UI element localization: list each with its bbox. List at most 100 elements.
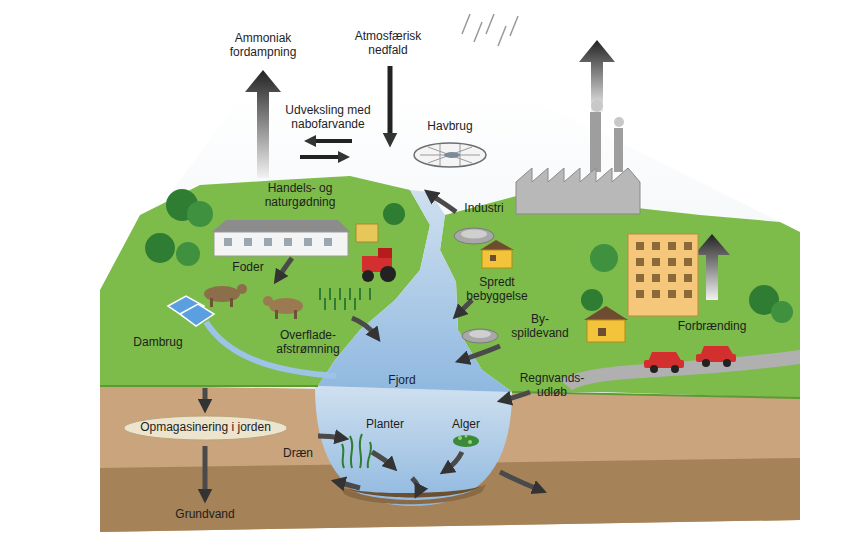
back-sea-part (100, 92, 800, 400)
farm-part-part (369, 288, 371, 300)
farm-part (224, 238, 232, 246)
farm-part (214, 232, 348, 256)
land-part (100, 385, 318, 387)
diagram-label: Regnvands- udløb (516, 372, 588, 400)
diagram-label: Grundvand (175, 508, 234, 522)
flow-arrows-part (504, 392, 530, 400)
diagram-label: Dræn (283, 447, 313, 461)
flow-arrows-part (446, 452, 462, 470)
town-part (587, 320, 625, 342)
farm-part-part (334, 298, 336, 310)
flow-arrows-part (203, 388, 208, 406)
industry-part (461, 230, 487, 239)
soil-block-part (340, 484, 486, 504)
rain (462, 14, 518, 46)
land-part (440, 195, 800, 398)
farm-part (210, 298, 213, 307)
farm-part (294, 310, 297, 319)
farm-part (212, 220, 350, 232)
fjord-life-part (468, 440, 472, 444)
town-part-part (684, 258, 692, 266)
soil-block-part (315, 386, 512, 506)
flow-arrows-part (278, 258, 292, 278)
town-part (598, 328, 606, 336)
industry (414, 100, 640, 244)
diagram-label: Dambrug (133, 336, 182, 350)
fjord-life-part (458, 436, 462, 440)
diagram-label: Ammoniak fordampning (223, 32, 303, 60)
town-part-part (636, 290, 644, 298)
town-part (462, 329, 498, 343)
flow-arrows-part (412, 478, 419, 492)
farm-part (324, 238, 332, 246)
farm-part-part (354, 298, 356, 310)
farm-part (275, 310, 278, 319)
town-part (480, 240, 514, 250)
fjord-life-part (342, 434, 371, 468)
farm-part-part (319, 288, 321, 300)
diagram-label: Havbrug (427, 120, 472, 134)
town-part (771, 301, 793, 323)
town-part-part (684, 290, 692, 298)
town-part (590, 244, 618, 272)
diagram-label: By- spildevand (506, 313, 574, 341)
up-arrows-part (245, 70, 281, 178)
farm-part (244, 238, 252, 246)
town-part-part (684, 242, 692, 250)
flow-arrows-part (500, 472, 540, 490)
farm-part-part (329, 288, 331, 300)
ellipse-shape (124, 416, 287, 440)
storage-ellipse: Opmagasinering i jorden (123, 415, 288, 441)
fjord-life-part-part (350, 436, 352, 468)
diagram-label: Overflade- afstrømning (269, 329, 347, 357)
diagram-label: Fjord (388, 374, 415, 388)
flow-arrows-part (430, 194, 456, 212)
back-sea (100, 92, 800, 400)
town (462, 234, 800, 390)
farm-part (356, 224, 378, 242)
up-arrows-part (579, 40, 615, 112)
diagram-label: Alger (452, 418, 480, 432)
land (100, 176, 800, 398)
town-part (490, 255, 496, 261)
farm-part (362, 270, 374, 282)
industry-part (591, 100, 603, 112)
fjord-life-part (453, 435, 479, 447)
farm-part (176, 242, 200, 266)
diagram-label: Handels- og naturgødning (259, 182, 341, 210)
farm-part (145, 233, 175, 263)
town-part (584, 306, 628, 320)
town-part-part (636, 258, 644, 266)
flow-arrows-part (372, 452, 392, 466)
farm-part (380, 266, 396, 282)
diagram-label: Forbrænding (678, 320, 747, 334)
town-part (671, 365, 679, 373)
soil-block (100, 385, 800, 532)
industry-part (414, 143, 486, 167)
town-part-part (652, 290, 660, 298)
industry-part (516, 168, 640, 214)
diagram-label: Spredt bebyggelse (461, 276, 533, 304)
farm-part (230, 298, 233, 307)
farm-part-part (339, 288, 341, 300)
farm-part (320, 288, 370, 310)
rain-part (474, 22, 482, 42)
rain-part (486, 14, 494, 34)
town-part-part (652, 274, 660, 282)
flow-arrows-part (462, 346, 500, 360)
rain-part (498, 26, 506, 46)
flow-arrows-part (310, 139, 352, 143)
farm-part (187, 201, 213, 227)
farm-part-part (359, 288, 361, 300)
farm-part (284, 238, 292, 246)
town-part (581, 289, 603, 311)
town-part-part (684, 274, 692, 282)
farm-part-part (324, 298, 326, 310)
town-part-part (668, 290, 676, 298)
farm-part (237, 284, 247, 294)
farm-part (383, 203, 405, 225)
farm-part-part (344, 298, 346, 310)
farm-part (269, 298, 303, 314)
